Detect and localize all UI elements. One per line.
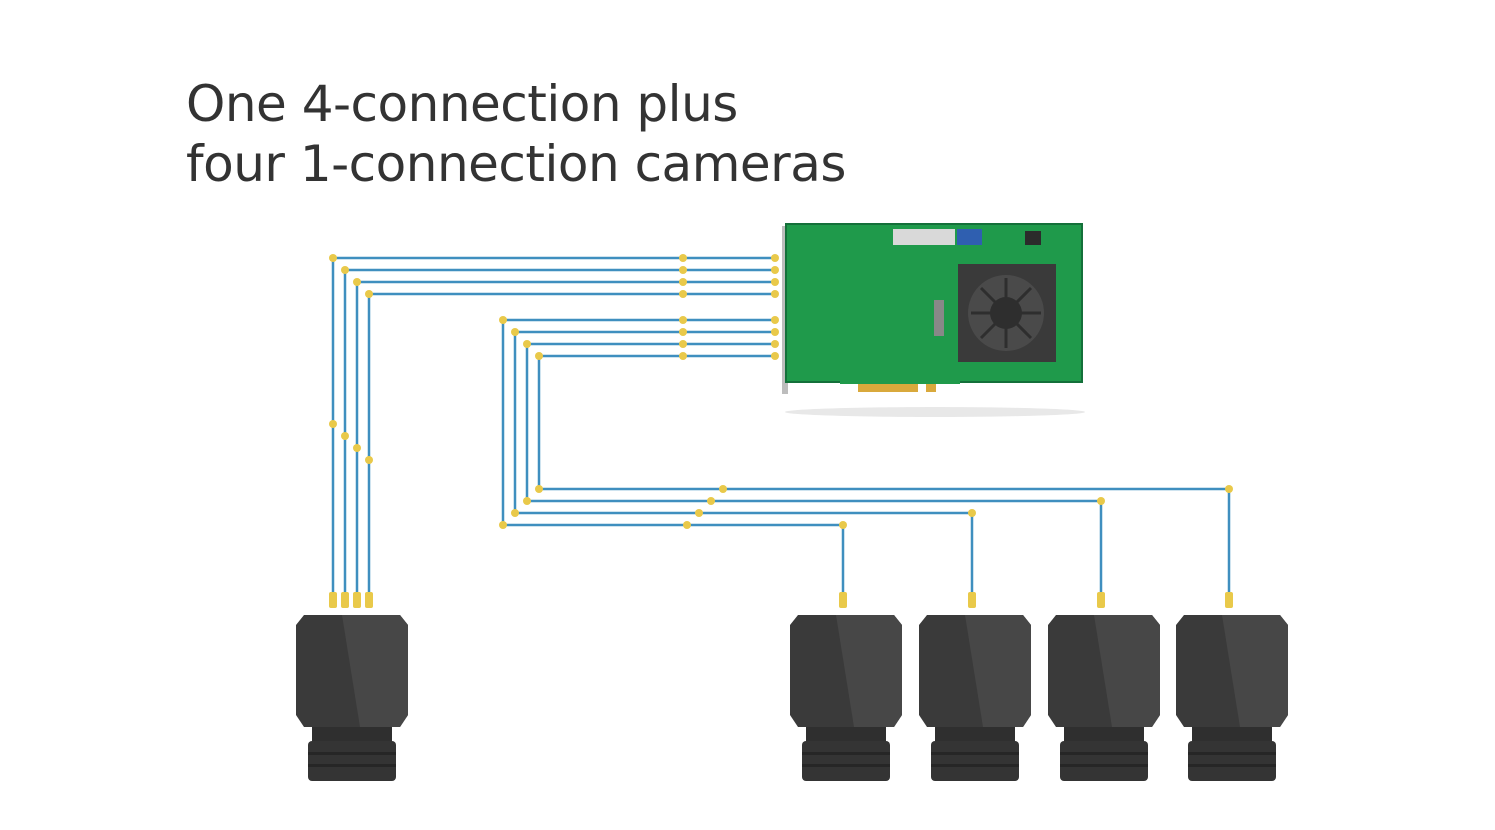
camera-4-connection bbox=[296, 615, 408, 781]
cable-b-4 bbox=[537, 354, 1231, 598]
cable-joint-dot bbox=[707, 497, 715, 505]
cable-a-3 bbox=[355, 280, 775, 598]
frame-grabber-card bbox=[782, 223, 1085, 417]
cable-corner-dot bbox=[839, 521, 847, 529]
camera-1-connection-3 bbox=[1048, 615, 1160, 781]
cable-corner-dot bbox=[1097, 497, 1105, 505]
cable-mid-dot bbox=[679, 352, 687, 360]
title-line-2: four 1-connection cameras bbox=[186, 135, 846, 193]
camera-connector bbox=[1097, 592, 1105, 608]
cable-corner-dot bbox=[499, 316, 507, 324]
cable-corner-dot bbox=[523, 340, 531, 348]
camera-connector bbox=[839, 592, 847, 608]
cable-joint-dot bbox=[341, 432, 349, 440]
camera-connector bbox=[329, 592, 337, 608]
title-line-1: One 4-connection plus bbox=[186, 75, 738, 133]
cable-corner-dot bbox=[329, 254, 337, 262]
card-port-dot bbox=[771, 266, 779, 274]
cable-corner-dot bbox=[535, 352, 543, 360]
card-chip-label bbox=[893, 229, 955, 245]
cable-joint-dot bbox=[365, 456, 373, 464]
cable-corner-dot bbox=[511, 509, 519, 517]
cable-joint-dot bbox=[719, 485, 727, 493]
card-port-dot bbox=[771, 352, 779, 360]
card-port-dot bbox=[771, 328, 779, 336]
card-port-dot bbox=[771, 316, 779, 324]
cable-mid-dot bbox=[679, 266, 687, 274]
card-port-dot bbox=[771, 254, 779, 262]
card-header-pins bbox=[934, 300, 944, 336]
diagram-title: One 4-connection plus four 1-connection … bbox=[186, 74, 846, 194]
cable-joint-dot bbox=[329, 420, 337, 428]
camera-group bbox=[296, 615, 1288, 781]
cable-joint-dot bbox=[683, 521, 691, 529]
cable-corner-dot bbox=[353, 278, 361, 286]
cable-corner-dot bbox=[1225, 485, 1233, 493]
camera-1-connection-4 bbox=[1176, 615, 1288, 781]
cable-corner-dot bbox=[365, 290, 373, 298]
camera-1-connection-1 bbox=[790, 615, 902, 781]
card-port-dot bbox=[771, 278, 779, 286]
cable-a-1 bbox=[331, 256, 775, 598]
card-chip-blue bbox=[957, 229, 982, 245]
cable-a-4 bbox=[367, 292, 775, 598]
cable-mid-dot bbox=[679, 328, 687, 336]
cable-corner-dot bbox=[535, 485, 543, 493]
cable-corner-dot bbox=[341, 266, 349, 274]
card-port-dot bbox=[771, 290, 779, 298]
camera-connector bbox=[1225, 592, 1233, 608]
cable-corner-dot bbox=[968, 509, 976, 517]
cable-joint-dot bbox=[695, 509, 703, 517]
cable-joint-dot bbox=[353, 444, 361, 452]
cable-mid-dot bbox=[679, 278, 687, 286]
cable-corner-dot bbox=[523, 497, 531, 505]
card-chip-small bbox=[1025, 231, 1041, 245]
camera-1-connection-2 bbox=[919, 615, 1031, 781]
fan-icon bbox=[958, 264, 1056, 362]
camera-connector bbox=[353, 592, 361, 608]
camera-connector bbox=[365, 592, 373, 608]
cable-group bbox=[329, 254, 1233, 608]
card-port-dot bbox=[771, 340, 779, 348]
cable-mid-dot bbox=[679, 316, 687, 324]
cable-mid-dot bbox=[679, 340, 687, 348]
camera-connector bbox=[341, 592, 349, 608]
cable-mid-dot bbox=[679, 254, 687, 262]
cable-mid-dot bbox=[679, 290, 687, 298]
pcie-connector bbox=[858, 382, 936, 392]
camera-connector bbox=[968, 592, 976, 608]
cable-corner-dot bbox=[499, 521, 507, 529]
cable-corner-dot bbox=[511, 328, 519, 336]
